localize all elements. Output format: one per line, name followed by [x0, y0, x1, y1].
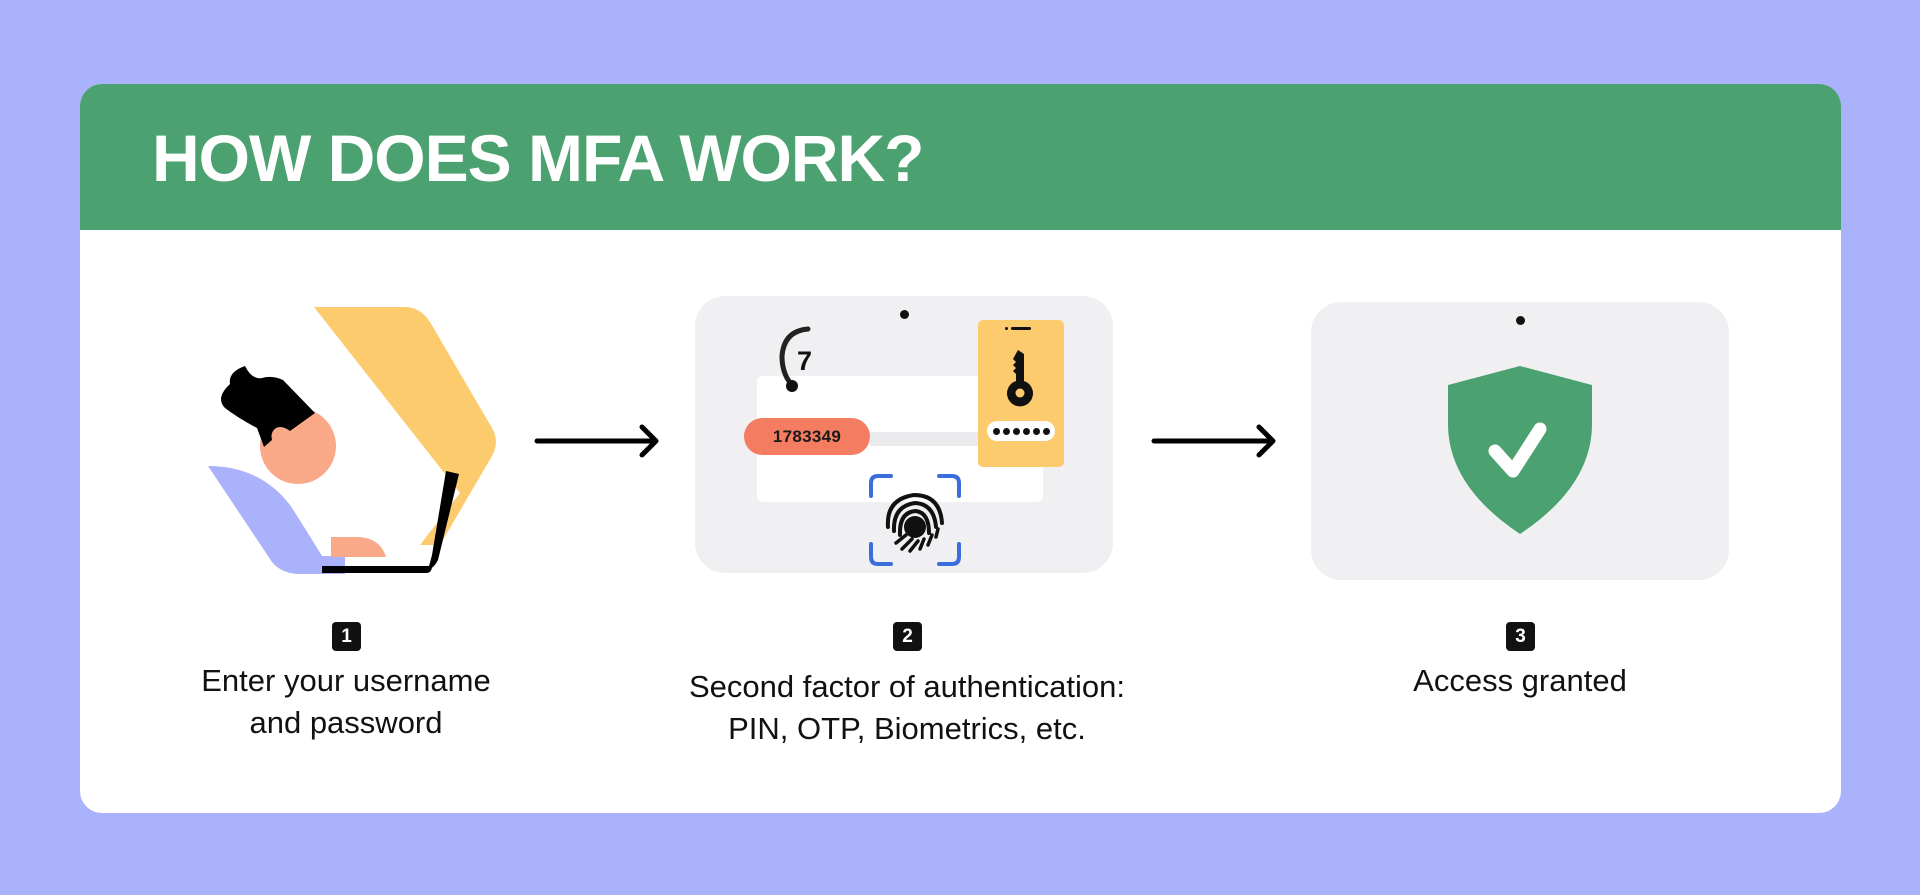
hair-shape	[221, 366, 315, 447]
arrow-right-icon	[534, 424, 659, 458]
arrow-right-icon	[1151, 424, 1276, 458]
pin-input-dots	[987, 421, 1055, 441]
caption-line: PIN, OTP, Biometrics, etc.	[728, 711, 1086, 746]
input-bar	[870, 432, 978, 446]
laptop-screen	[428, 471, 459, 570]
step-caption: Enter your username and password	[146, 660, 546, 744]
phone-pin-device	[978, 320, 1064, 467]
tablet-camera	[900, 310, 909, 319]
hand-shape	[331, 537, 386, 557]
user-at-laptop-illustration	[208, 307, 496, 574]
timer-icon	[779, 326, 811, 392]
laptop-glow-shape	[314, 307, 496, 545]
caption-line: Enter your username	[201, 663, 491, 698]
tablet-camera	[1516, 316, 1525, 325]
shield-check-icon	[1448, 366, 1592, 534]
caption-line: and password	[249, 705, 443, 740]
step-number-badge: 3	[1506, 622, 1535, 651]
otp-code-pill: 1783349	[744, 418, 870, 455]
fingerprint-icon	[869, 474, 961, 566]
step-caption: Second factor of authentication: PIN, OT…	[607, 666, 1207, 750]
caption-line: Second factor of authentication:	[688, 669, 1125, 704]
laptop-base	[322, 566, 432, 573]
step-caption: Access granted	[1320, 660, 1720, 702]
shirt-shape	[208, 466, 345, 574]
step-number-badge: 1	[332, 622, 361, 651]
timer-seconds: 7	[797, 346, 813, 376]
caption-line: Access granted	[1413, 663, 1627, 698]
key-icon	[1007, 350, 1033, 407]
page-title: HOW DOES MFA WORK?	[152, 121, 924, 195]
step-number-badge: 2	[893, 622, 922, 651]
header-band: HOW DOES MFA WORK?	[80, 84, 1841, 230]
